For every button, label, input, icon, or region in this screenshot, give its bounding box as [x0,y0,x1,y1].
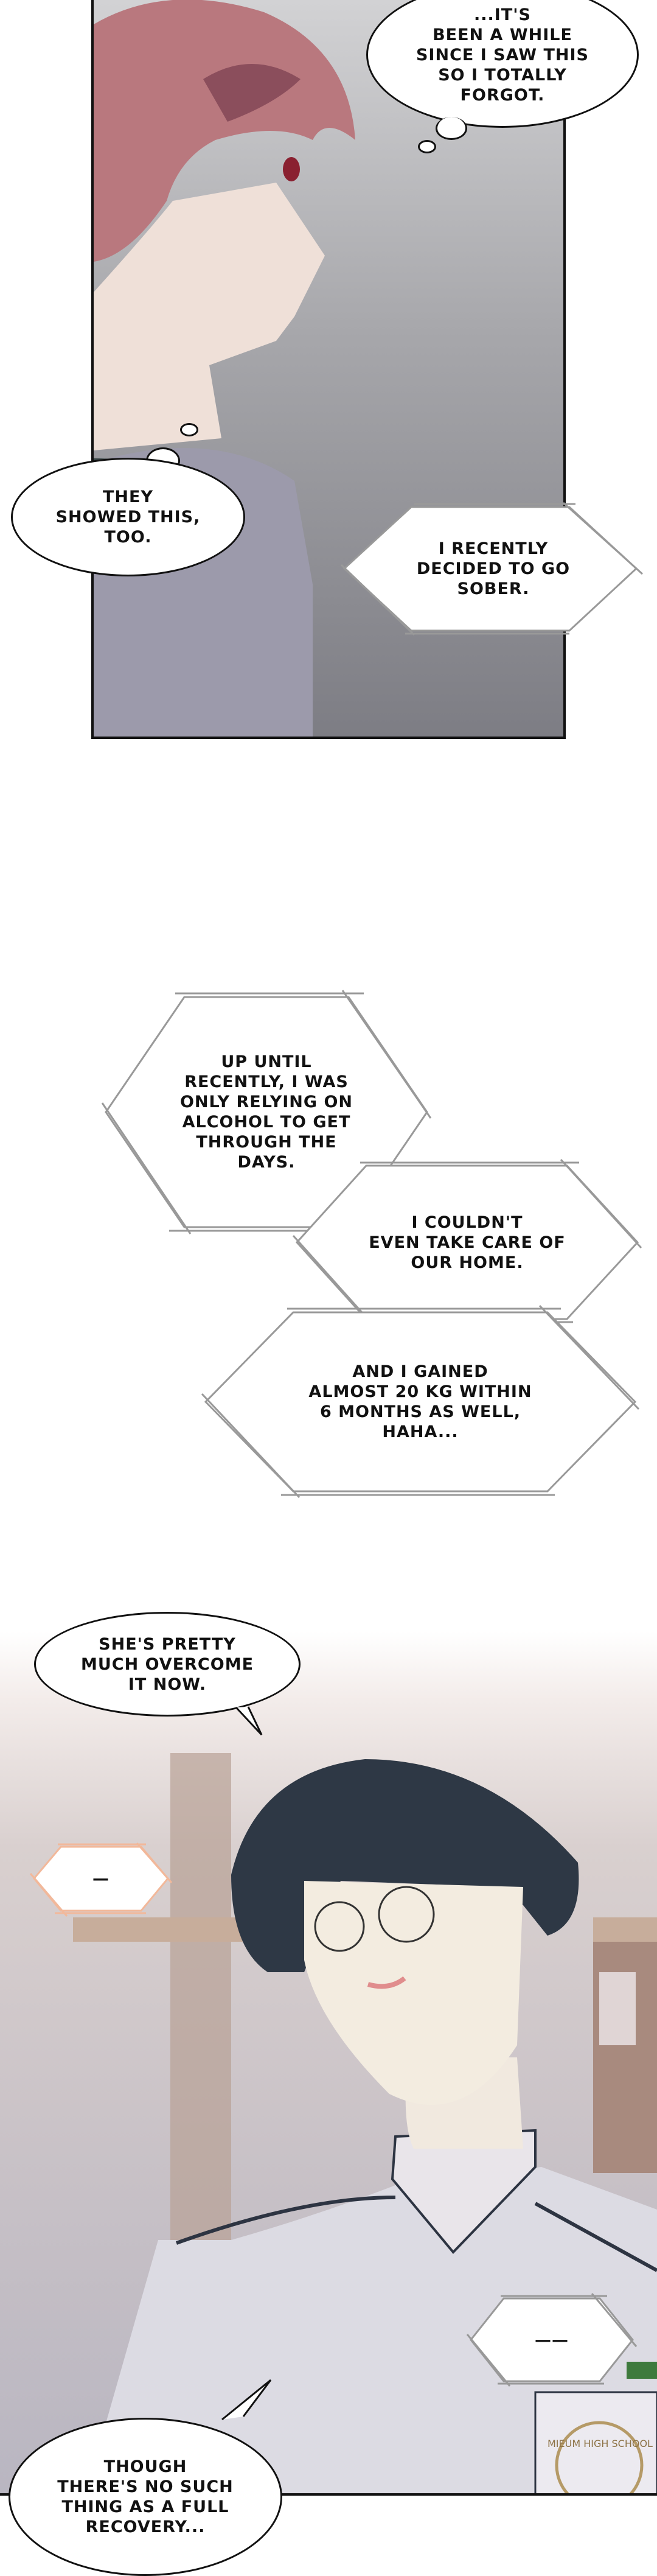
narration-box-sober: I RECENTLY DECIDED TO GO SOBER. [340,502,644,636]
narration-text: AND I GAINED ALMOST 20 KG WITHIN 6 MONTH… [308,1362,532,1441]
speech-bubble-text: SHE'S PRETTY MUCH OVERCOME IT NOW. [80,1634,254,1694]
speech-bubble-text: THOUGH THERE'S NO SUCH THING AS A FULL R… [57,2457,234,2536]
narration-box-pause-right: —— [466,2293,638,2387]
narration-text: I RECENTLY DECIDED TO GO SOBER. [416,539,571,598]
narration-box-alcohol: UP UNTIL RECENTLY, I WAS ONLY RELYING ON… [101,990,432,1234]
speech-bubble-text: THEY SHOWED THIS, TOO. [55,488,201,547]
narration-text: I COULDN'T EVEN TAKE CARE OF OUR HOME. [369,1213,566,1272]
thought-bubble-dot-small-2 [180,423,198,436]
comic-panel-2: MIEUM HIGH SCHOOL [0,1631,657,2496]
thought-bubble-text: ...IT'S BEEN A WHILE SINCE I SAW THIS SO… [415,5,589,105]
thought-bubble: ...IT'S BEEN A WHILE SINCE I SAW THIS SO… [366,0,639,128]
thought-bubble-dot-small [418,140,436,153]
narration-box-pause-left: — [29,1843,173,1917]
speech-bubble-tail-bottom [221,2379,272,2421]
thought-bubble-dot-large [436,117,467,140]
speech-bubble-overcome: SHE'S PRETTY MUCH OVERCOME IT NOW. [34,1612,301,1717]
background-room-illustration: MIEUM HIGH SCHOOL [73,1753,657,2493]
narration-box-home: I COULDN'T EVEN TAKE CARE OF OUR HOME. [292,1158,642,1325]
speech-bubble-they-showed: THEY SHOWED THIS, TOO. [11,458,245,576]
character-illustration-girl [94,0,355,737]
school-badge-text: MIEUM HIGH SCHOOL [548,2438,653,2449]
narration-text: UP UNTIL RECENTLY, I WAS ONLY RELYING ON… [179,1052,353,1172]
speech-bubble-tail [235,1706,263,1736]
narration-box-weight: AND I GAINED ALMOST 20 KG WITHIN 6 MONTH… [201,1304,640,1499]
speech-bubble-recovery: THOUGH THERE'S NO SUCH THING AS A FULL R… [9,2418,282,2576]
narration-text: —— [535,2330,569,2350]
narration-text: — [92,1869,109,1888]
